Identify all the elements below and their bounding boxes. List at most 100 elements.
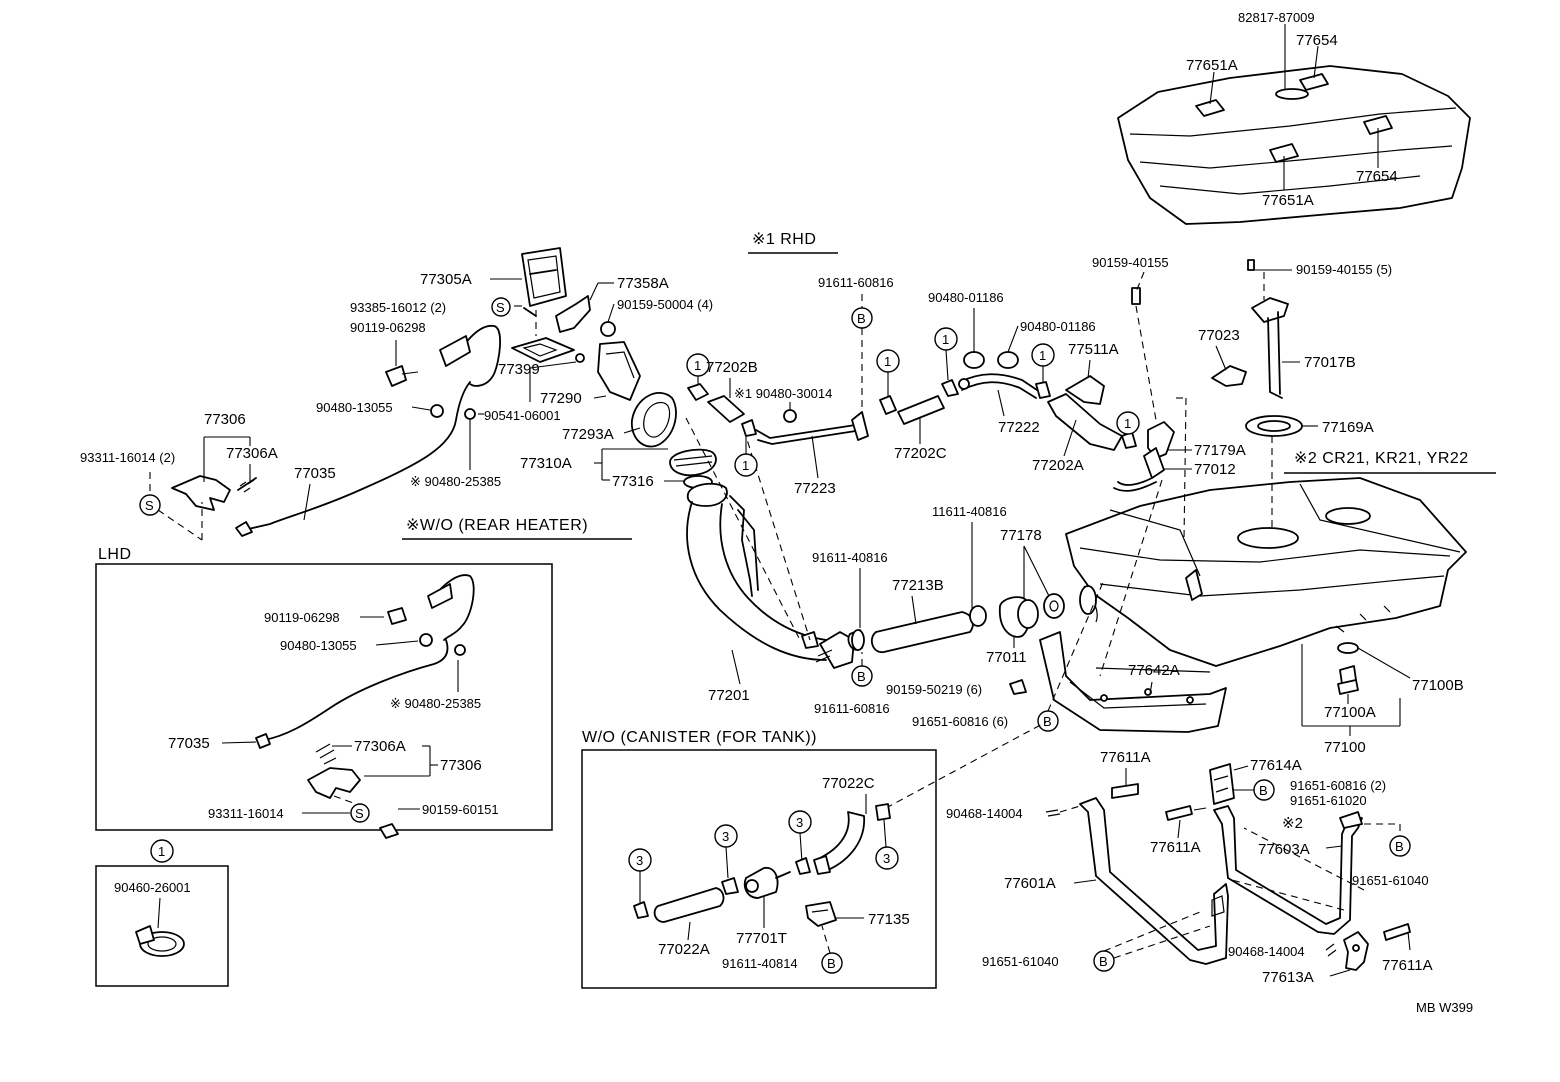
label-77611a-top: 77611A <box>1100 749 1151 766</box>
svg-text:1: 1 <box>942 332 949 347</box>
symbol-one-c: 1 <box>876 349 900 373</box>
label-90480-30014: ※1 90480-30014 <box>734 386 832 401</box>
label-90480-01186-b: 90480-01186 <box>1020 319 1096 334</box>
drain-plug <box>1337 642 1359 695</box>
symbol-three-a: 3 <box>875 846 899 870</box>
label-77511a: 77511A <box>1068 341 1119 358</box>
label-77035-lhd: 77035 <box>168 735 210 752</box>
svg-text:B: B <box>1395 839 1404 854</box>
fuel-gauge-pipe <box>1113 421 1175 492</box>
symbol-three-d: 3 <box>628 848 652 872</box>
svg-text:1: 1 <box>1124 416 1131 431</box>
header-rhd: ※1 RHD <box>752 231 816 248</box>
symbol-b-canister: B <box>821 952 843 974</box>
label-77017b: 77017B <box>1304 354 1356 371</box>
symbol-b-left: B <box>1093 950 1115 972</box>
svg-text:3: 3 <box>796 815 803 830</box>
symbol-b-77614a: B <box>1253 779 1275 801</box>
label-77178: 77178 <box>1000 527 1042 544</box>
label-77306a-top: 77306A <box>226 445 278 462</box>
label-91651-60816-6: 91651-60816 (6) <box>912 714 1008 729</box>
lid-opener-lever <box>171 475 257 511</box>
label-77223: 77223 <box>794 480 836 497</box>
hose-77022c <box>813 803 891 875</box>
fuel-lid-bracket <box>511 247 616 363</box>
protector-77642a <box>1039 631 1227 733</box>
label-77611a-mid: 77611A <box>1150 839 1201 856</box>
hose-77222 <box>958 373 1051 399</box>
label-77305a: 77305A <box>420 271 472 288</box>
label-77613a: 77613A <box>1262 969 1314 986</box>
label-77611a-right: 77611A <box>1382 957 1433 974</box>
svg-text:3: 3 <box>636 853 643 868</box>
header-canister: W/O (CANISTER (FOR TANK)) <box>582 729 817 746</box>
label-77012: 77012 <box>1194 461 1236 478</box>
label-77022a: 77022A <box>658 941 710 958</box>
svg-text:3: 3 <box>722 829 729 844</box>
label-x2: ※2 <box>1282 815 1303 832</box>
label-77023: 77023 <box>1198 327 1240 344</box>
label-90119-06298-top: 90119-06298 <box>350 320 426 335</box>
clamp-detail-box <box>95 865 229 987</box>
svg-text:S: S <box>496 300 505 315</box>
hose-77202c <box>897 379 959 425</box>
header-cr21: ※2 CR21, KR21, YR22 <box>1294 450 1469 467</box>
lhd-box <box>95 563 553 831</box>
symbol-s-93385: S <box>491 297 511 317</box>
strap-77603a <box>1209 763 1363 935</box>
label-93385-16012: 93385-16012 (2) <box>350 300 446 315</box>
main-fuel-tank <box>1065 477 1467 667</box>
label-77306a-lhd: 77306A <box>354 738 406 755</box>
label-77654-bottom: 77654 <box>1356 168 1398 185</box>
label-82817-87009: 82817-87009 <box>1238 10 1315 25</box>
label-77135: 77135 <box>868 911 910 928</box>
label-77201: 77201 <box>708 687 750 704</box>
label-77642a: 77642A <box>1128 662 1180 679</box>
label-90480-25385-lhd: ※ 90480-25385 <box>390 696 481 711</box>
svg-text:B: B <box>827 956 836 971</box>
symbol-one-e: 1 <box>1031 343 1055 367</box>
label-90460-26001: 90460-26001 <box>114 880 191 895</box>
label-91611-60816-bottom: 91611-60816 <box>814 701 890 716</box>
svg-text:B: B <box>1043 714 1052 729</box>
label-77213b: 77213B <box>892 577 944 594</box>
label-77614a: 77614A <box>1250 757 1302 774</box>
label-77179a: 77179A <box>1194 442 1246 459</box>
label-90541-06001: 90541-06001 <box>484 408 561 423</box>
svg-text:3: 3 <box>883 851 890 866</box>
symbol-three-c: 3 <box>714 824 738 848</box>
symbol-one-detail: 1 <box>150 839 174 863</box>
fuel-lid-hinge <box>597 341 641 401</box>
strap-77601a <box>1079 797 1229 965</box>
lid-opener-cable-lhd <box>255 574 475 839</box>
svg-text:S: S <box>145 498 154 513</box>
label-93311-16014-lhd: 93311-16014 <box>208 806 284 821</box>
label-91651-61040-right: 91651-61040 <box>1352 873 1429 888</box>
label-90480-25385-top: ※ 90480-25385 <box>410 474 501 489</box>
svg-text:1: 1 <box>742 458 749 473</box>
header-lhd: LHD <box>98 546 132 563</box>
label-77306-top: 77306 <box>204 411 246 428</box>
label-90480-13055-lhd: 90480-13055 <box>280 638 357 653</box>
label-77651a-top: 77651A <box>1186 57 1238 74</box>
filler-cap <box>669 448 717 489</box>
label-11611-40816: 11611-40816 <box>932 504 1007 519</box>
label-90159-40155-top: 90159-40155 <box>1092 255 1169 270</box>
symbol-b-right: B <box>1389 835 1411 857</box>
label-77169a: 77169A <box>1322 419 1374 436</box>
symbol-b-top: B <box>851 307 873 329</box>
svg-text:1: 1 <box>694 358 701 373</box>
label-77290: 77290 <box>540 390 582 407</box>
lid-opener-cable-top <box>235 325 501 537</box>
label-77222: 77222 <box>998 419 1040 436</box>
label-91611-60816-top: 91611-60816 <box>818 275 894 290</box>
canister-box <box>581 749 937 989</box>
filler-ring <box>631 392 677 448</box>
header-rear-heater: ※W/O (REAR HEATER) <box>406 517 588 534</box>
label-91651-60816-2: 91651-60816 (2) <box>1290 778 1386 793</box>
label-91651-61020: 91651-61020 <box>1290 793 1367 808</box>
symbol-one-f: 1 <box>1116 411 1140 435</box>
label-90159-60151: 90159-60151 <box>422 802 499 817</box>
label-93311-16014-2: 93311-16014 (2) <box>80 450 175 465</box>
